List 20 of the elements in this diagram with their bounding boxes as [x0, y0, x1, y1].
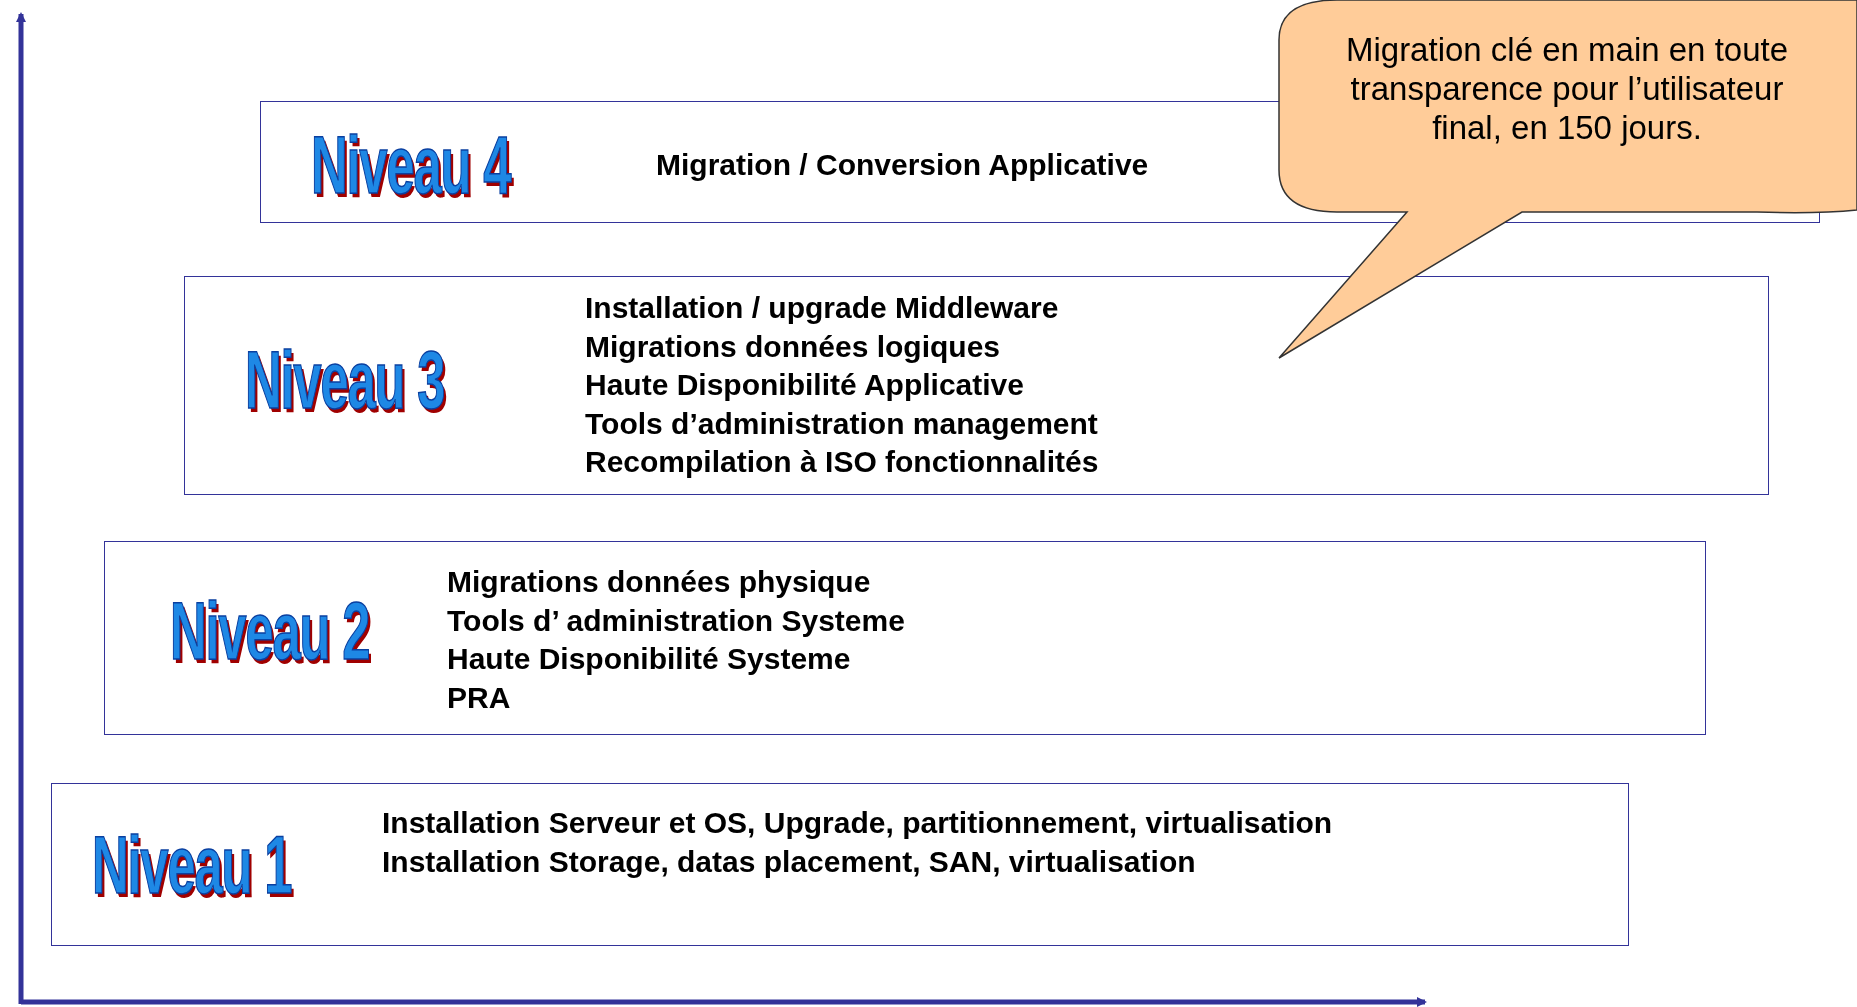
level-heading: Niveau 3 [245, 339, 445, 421]
level-item-text: Migration / Conversion Applicative [656, 147, 1149, 183]
level-item-text: Tools d’ administration Systeme [447, 602, 905, 639]
level-item-text: Haute Disponibilité Systeme [447, 641, 852, 677]
level-heading: Niveau 1 [92, 824, 292, 906]
level-box [51, 783, 1629, 946]
level-item-text: Tools d’administration management [585, 405, 1099, 442]
level-item-text: Recompilation à ISO fonctionnalités [585, 444, 1099, 480]
level-item-text: Haute Disponibilité Applicative [585, 367, 1025, 403]
level-box [104, 541, 1706, 735]
level-item-text: Installation Storage, datas placement, SAN, virtualisation [382, 843, 1197, 880]
level-item-text: Installation / upgrade Middleware [585, 290, 1060, 326]
level-item-text: Installation Serveur et OS, Upgrade, partitionnement, virtualisation [382, 805, 1333, 841]
level-item-text: Migrations données logiques [585, 328, 1002, 365]
level-heading: Niveau 2 [170, 590, 370, 672]
level-item-text: PRA [447, 679, 512, 716]
callout-tooltip-text: Migration clé en main en toute transparence pour l’utilisateur final, en 150 jours. [1344, 30, 1790, 147]
level-item-text: Migrations données physique [447, 564, 872, 600]
level-box [184, 276, 1769, 495]
level-heading: Niveau 4 [311, 124, 511, 206]
